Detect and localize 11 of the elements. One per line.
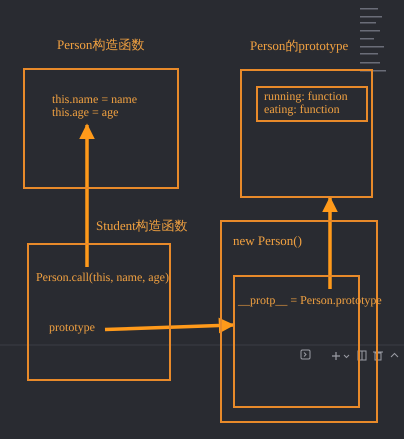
code-text: this.name = name this.age = age xyxy=(52,93,152,123)
box-heading: Person构造函数 xyxy=(57,38,144,51)
box-heading: new Person() xyxy=(233,234,302,247)
method-box: running: function eating: function xyxy=(256,86,368,122)
box-heading: Student构造函数 xyxy=(96,219,188,232)
box-heading: Person的prototype xyxy=(250,39,348,52)
arrow xyxy=(104,318,235,334)
code-text: prototype xyxy=(49,321,103,336)
arrow xyxy=(79,123,95,267)
arrow xyxy=(322,196,338,289)
code-text: Person.call(this, name, age) xyxy=(36,271,170,286)
